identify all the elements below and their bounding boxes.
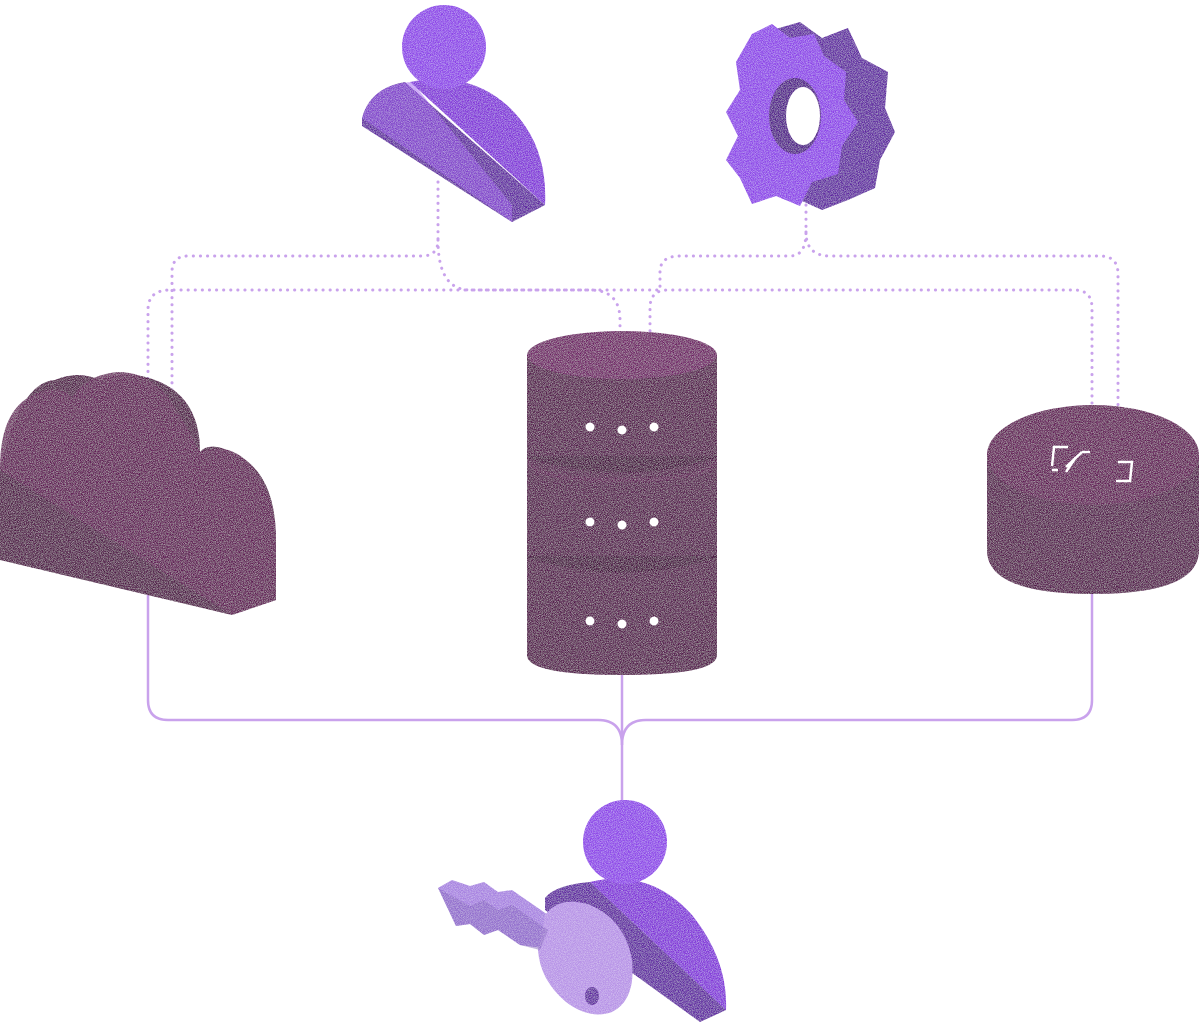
dot	[617, 619, 627, 629]
dot	[649, 422, 659, 432]
database-dots	[585, 422, 659, 629]
connector-settings-to-code	[804, 230, 1120, 412]
dotted-connectors	[146, 180, 1120, 412]
dot	[617, 425, 627, 435]
connector-code-to-keyuser	[620, 592, 1094, 746]
dot	[585, 517, 595, 527]
database-icon	[526, 331, 718, 675]
connector-settings-to-cloud	[146, 203, 808, 382]
connector-database-to-code	[648, 288, 1094, 412]
dot	[585, 616, 595, 626]
dot	[649, 517, 659, 527]
dot	[585, 422, 595, 432]
cloud-icon	[0, 372, 276, 615]
code-icon	[987, 405, 1199, 594]
solid-connectors	[146, 560, 1094, 805]
code-glyph	[1050, 445, 1134, 483]
gear-icon	[726, 22, 895, 210]
dot	[617, 520, 627, 530]
user-icon	[362, 5, 546, 222]
connector-user-to-cloud	[170, 180, 440, 397]
dot	[649, 616, 659, 626]
key-icon	[438, 880, 633, 1015]
connector-cloud-to-keyuser	[146, 560, 624, 746]
